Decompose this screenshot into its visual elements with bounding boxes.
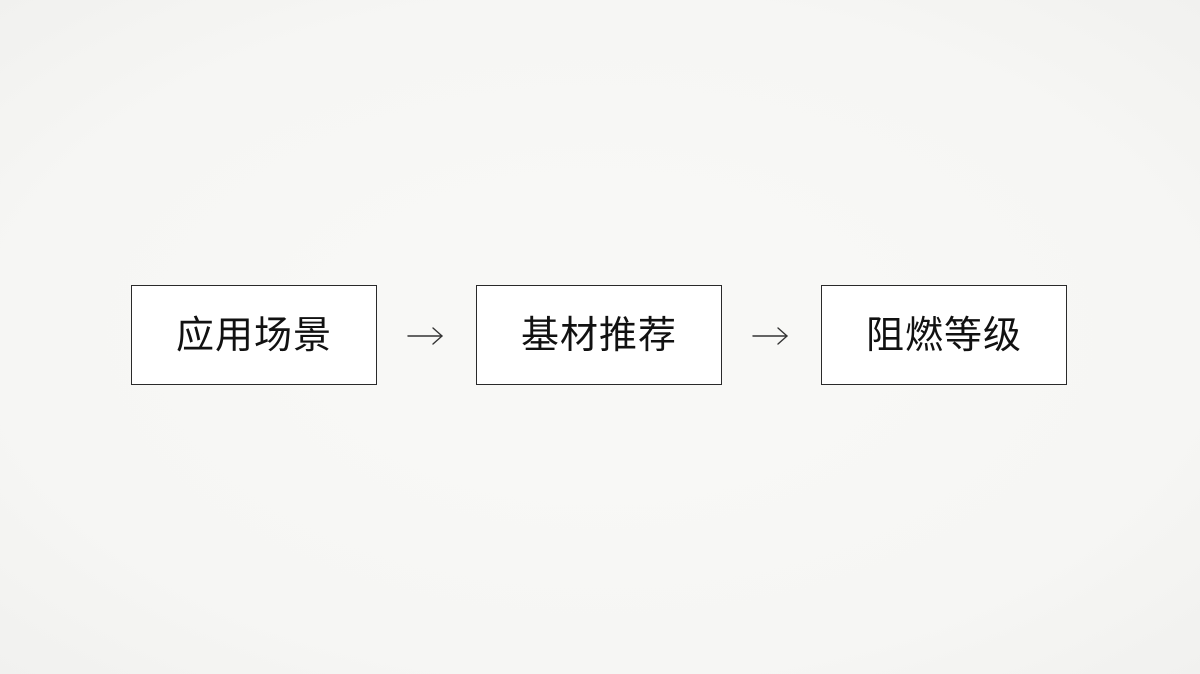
arrow-right-icon bbox=[407, 327, 443, 345]
node-label: 基材推荐 bbox=[520, 313, 677, 357]
node-application-scene: 应用场景 bbox=[131, 285, 377, 385]
arrow-right-icon bbox=[752, 327, 788, 345]
node-substrate-recommendation: 基材推荐 bbox=[476, 285, 722, 385]
node-flame-retardant-rating: 阻燃等级 bbox=[821, 285, 1067, 385]
node-label: 应用场景 bbox=[175, 313, 332, 357]
node-label: 阻燃等级 bbox=[865, 313, 1022, 357]
